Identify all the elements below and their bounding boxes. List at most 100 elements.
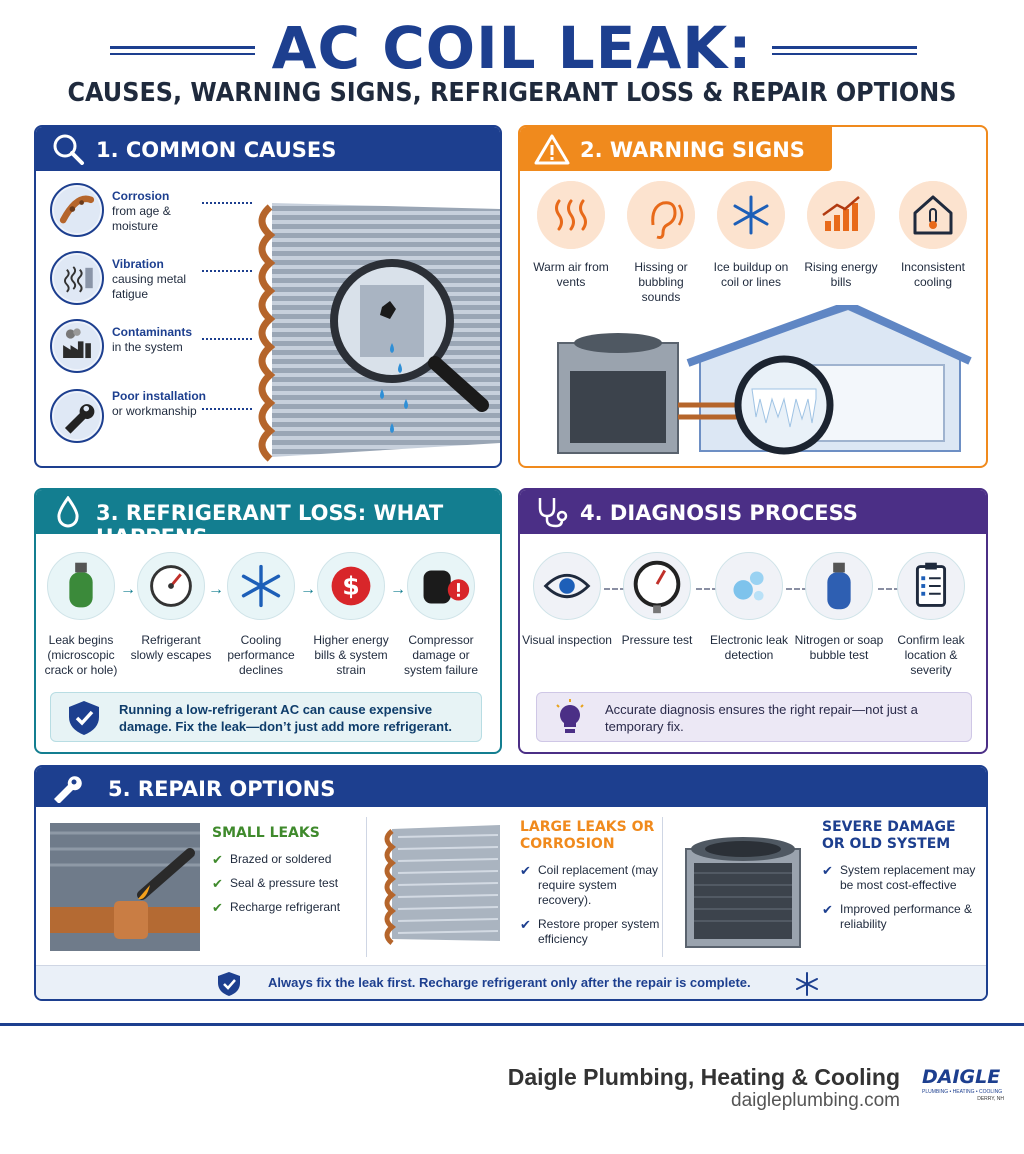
check-icon: ✔: [520, 917, 531, 932]
compressor-icon: [407, 552, 475, 620]
diagnosis-note: Accurate diagnosis ensures the right rep…: [536, 692, 972, 742]
svg-text:$: $: [342, 572, 360, 601]
eye-icon: [533, 552, 601, 620]
shield-check-icon: [69, 701, 99, 735]
ac-unit-illustration: [685, 837, 801, 948]
diagnosis-step-1: Visual inspection: [522, 552, 612, 648]
snowflake-icon: [796, 972, 818, 996]
diagnosis-step-label: Visual inspection: [522, 633, 612, 647]
warning-signs-panel: 2. WARNING SIGNS Warm air from vents His…: [518, 125, 988, 468]
check-icon: ✔: [212, 852, 223, 867]
cause-title: Vibration: [112, 257, 164, 271]
loss-step-5: Compressor damage or system failure: [396, 552, 486, 678]
heat-waves-icon: [537, 181, 605, 249]
repair-item: ✔Restore proper system efficiency: [520, 917, 660, 946]
magnifier-icon: [53, 134, 84, 165]
loss-step-label: Refrigerant slowly escapes: [130, 633, 212, 662]
step-connector: [604, 588, 626, 590]
repair-col-small-leaks: SMALL LEAKS ✔Brazed or soldered ✔Seal & …: [212, 811, 362, 961]
loss-step-1: Leak begins (microscopic crack or hole): [36, 552, 126, 678]
frozen-coil-house-illustration: [557, 305, 972, 455]
page-title: AC COIL LEAK:: [271, 14, 753, 82]
diagnosis-step-label: Confirm leak location & severity: [897, 633, 965, 677]
lightbulb-icon: [556, 699, 584, 733]
diagnosis-step-3: Electronic leak detection: [704, 552, 794, 663]
note-text: Running a low-refrigerant AC can cause e…: [119, 702, 453, 734]
refrigerant-loss-header: 3. REFRIGERANT LOSS: WHAT HAPPENS: [36, 490, 500, 549]
check-icon: ✔: [520, 863, 531, 878]
vibration-icon: [50, 251, 104, 305]
loss-step-label: Leak begins (microscopic crack or hole): [44, 633, 118, 677]
refrigerant-loss-title: 3. REFRIGERANT LOSS: WHAT HAPPENS: [96, 501, 444, 549]
coil-leak-illustration: [258, 203, 500, 462]
repair-options-title: 5. REPAIR OPTIONS: [108, 777, 336, 801]
loss-step-4: $ Higher energy bills & system strain: [306, 552, 396, 678]
diagnosis-header: 4. DIAGNOSIS PROCESS: [520, 490, 986, 534]
repair-bottom-bar: Always fix the leak first. Recharge refr…: [36, 965, 986, 999]
corroded-pipe-icon: [50, 183, 104, 237]
loss-step-label: Cooling performance declines: [227, 633, 295, 677]
check-icon: ✔: [212, 876, 223, 891]
step-connector: [786, 588, 808, 590]
diagnosis-step-label: Pressure test: [621, 633, 693, 647]
diagnosis-step-label: Electronic leak detection: [709, 633, 789, 662]
diagnosis-step-4: Nitrogen or soap bubble test: [794, 552, 884, 663]
page-subtitle: CAUSES, WARNING SIGNS, REFRIGERANT LOSS …: [67, 78, 957, 108]
nitrogen-tank-icon: [805, 552, 873, 620]
title-rule-left-thin: [110, 53, 255, 55]
repair-col-title: LARGE LEAKS OR CORROSION: [520, 819, 655, 852]
step-arrow: →: [120, 581, 136, 598]
loss-step-label: Compressor damage or system failure: [403, 633, 479, 677]
repair-item: ✔Recharge refrigerant: [212, 900, 341, 915]
repair-col-large-leaks: LARGE LEAKS OR CORROSION ✔Coil replaceme…: [520, 811, 660, 961]
logo-city: DERRY, NH: [977, 1096, 1004, 1102]
gauge-icon: [137, 552, 205, 620]
repair-options-panel: 5. REPAIR OPTIONS SMALL LEAKS ✔Brazed or…: [34, 765, 988, 1001]
logo-wordmark: DAIGLE: [922, 1066, 1001, 1088]
factory-icon: [50, 319, 104, 373]
loss-step-label: Higher energy bills & system strain: [313, 633, 389, 677]
bubbles-icon: [715, 552, 783, 620]
diagnosis-title: 4. DIAGNOSIS PROCESS: [580, 501, 858, 525]
snowflake-icon: [227, 552, 295, 620]
diagnosis-step-2: Pressure test: [612, 552, 702, 648]
cause-title: Poor installation: [112, 389, 207, 403]
sign-item-hissing: Hissing or bubbling sounds: [618, 181, 704, 305]
step-connector: [878, 588, 900, 590]
diagnosis-step-5: Confirm leak location & severity: [886, 552, 976, 678]
cause-text: or workmanship: [112, 404, 197, 418]
step-arrow: →: [208, 581, 224, 598]
diagnosis-panel: 4. DIAGNOSIS PROCESS Visual inspection P…: [518, 488, 988, 754]
warning-signs-header: 2. WARNING SIGNS: [520, 127, 832, 171]
repair-item: ✔Seal & pressure test: [212, 876, 339, 891]
refrigerant-loss-panel: 3. REFRIGERANT LOSS: WHAT HAPPENS Leak b…: [34, 488, 502, 754]
coil-replacement-illustration: [384, 825, 500, 945]
logo-tagline: PLUMBING • HEATING • COOLING: [922, 1089, 1003, 1095]
sign-item-warm-air: Warm air from vents: [528, 181, 614, 290]
sign-label: Inconsistent cooling: [900, 260, 966, 289]
footer-url[interactable]: daigleplumbing.com: [731, 1090, 900, 1111]
sign-label: Hissing or bubbling sounds: [634, 260, 688, 304]
footer-rule: [0, 1023, 1024, 1026]
rising-chart-icon: [807, 181, 875, 249]
droplet-icon: [57, 496, 79, 528]
house-thermometer-icon: [899, 181, 967, 249]
cause-connector: [202, 202, 252, 204]
title-rule-left: [110, 46, 255, 49]
causes-header: 1. COMMON CAUSES: [36, 127, 500, 171]
repair-col-title: SMALL LEAKS: [212, 825, 320, 841]
column-divider: [366, 817, 367, 957]
cause-connector: [202, 408, 252, 410]
sign-item-energy-bills: Rising energy bills: [798, 181, 884, 290]
brazing-pipe-illustration: [50, 823, 200, 951]
repair-item: ✔Improved performance & reliability: [822, 902, 973, 931]
dollar-icon: $: [317, 552, 385, 620]
ear-icon: [627, 181, 695, 249]
company-logo: DAIGLE PLUMBING • HEATING • COOLING DERR…: [922, 1066, 1004, 1126]
snowflake-icon: [717, 181, 785, 249]
loss-step-3: Cooling performance declines: [216, 552, 306, 678]
